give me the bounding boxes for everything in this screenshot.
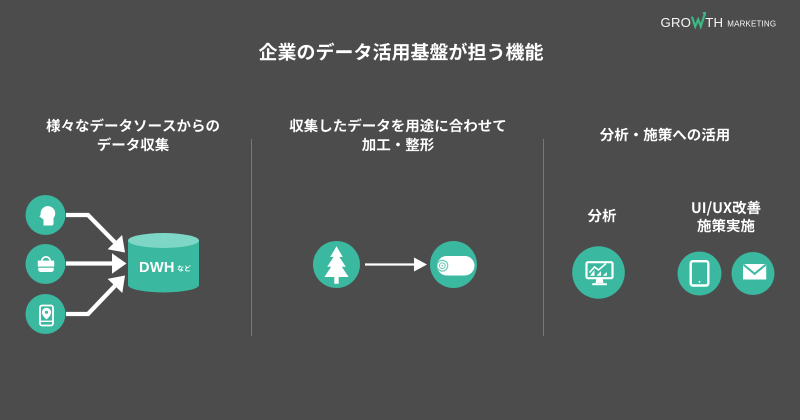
svg-text:GRO: GRO <box>661 15 692 30</box>
svg-text:DWH: DWH <box>139 260 175 276</box>
svg-text:TH: TH <box>705 15 723 30</box>
svg-text:MARKETING: MARKETING <box>727 19 776 28</box>
